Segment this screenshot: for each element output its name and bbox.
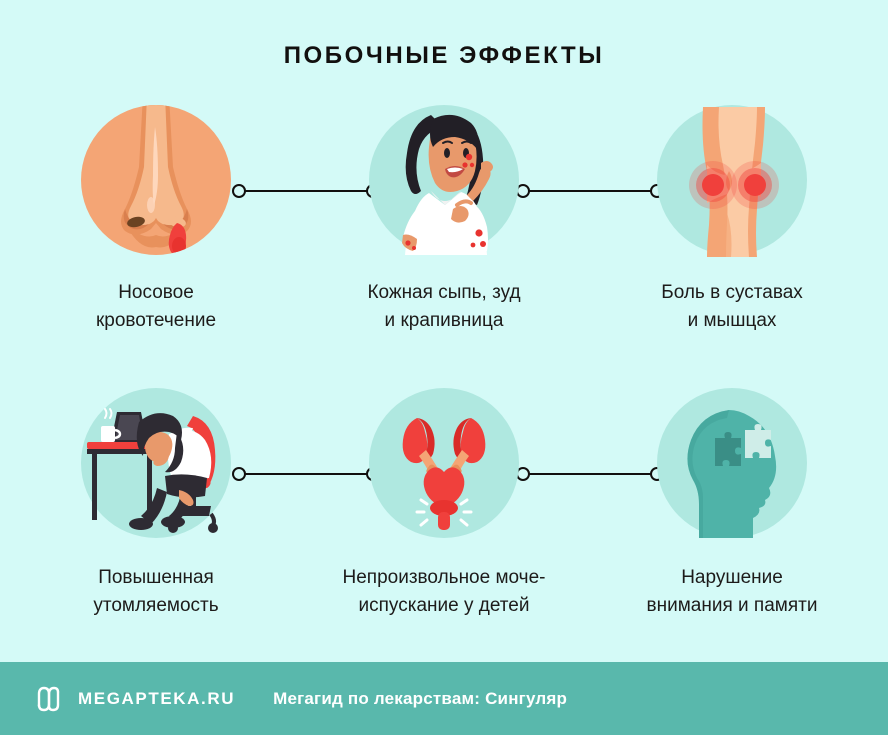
effect-illustration-wrap [657,105,807,257]
head-puzzle-memory-icon [657,388,807,538]
footer-subtitle: Мегагид по лекарствам: Сингуляр [273,688,568,708]
nose-bleeding-icon [81,105,231,255]
connector-line [239,473,373,475]
knee-joint-pain-icon [657,105,807,257]
effect-item-joint-pain: Боль в суставах и мышцах [584,105,880,334]
effect-item-attention-memory: Нарушение внимания и памяти [584,388,880,619]
connector-line [239,190,373,192]
footer-brand: MEGAPTEKA.RU [78,688,236,708]
effect-illustration-wrap [657,388,807,538]
effect-illustration-wrap [369,105,519,255]
tired-woman-desk-icon [81,388,231,538]
effect-label: Повышенная утомляемость [93,567,219,616]
effect-label: Носовое кровотечение [95,282,217,331]
kidneys-bladder-icon [369,388,519,538]
connector-endpoint-left [232,184,246,198]
effect-illustration-wrap [369,388,519,538]
effect-item-nosebleed: Носовое кровотечение [8,105,304,334]
connector-line [523,473,657,475]
effect-label: Кожная сыпь, зуд и крапивница [367,282,521,331]
woman-skin-rash-icon [369,105,519,255]
effect-label: Нарушение внимания и памяти [646,567,818,616]
effect-label: Боль в суставах и мышцах [661,282,803,331]
effect-item-fatigue: Повышенная утомляемость [8,388,304,619]
effect-item-skin-rash: Кожная сыпь, зуд и крапивница [296,105,592,334]
effect-illustration-wrap [81,388,231,538]
effect-item-enuresis: Непроизвольное моче- испускание у детей [296,388,592,619]
effect-illustration-wrap [81,105,231,255]
megapteka-m-logo-icon [34,684,64,714]
page-title: ПОБОЧНЫЕ ЭФФЕКТЫ [283,42,605,69]
effect-label: Непроизвольное моче- испускание у детей [342,567,546,616]
footer-bar: MEGAPTEKA.RU Мегагид по лекарствам: Синг… [0,662,888,735]
connector-line [523,190,657,192]
connector-endpoint-left [232,467,246,481]
